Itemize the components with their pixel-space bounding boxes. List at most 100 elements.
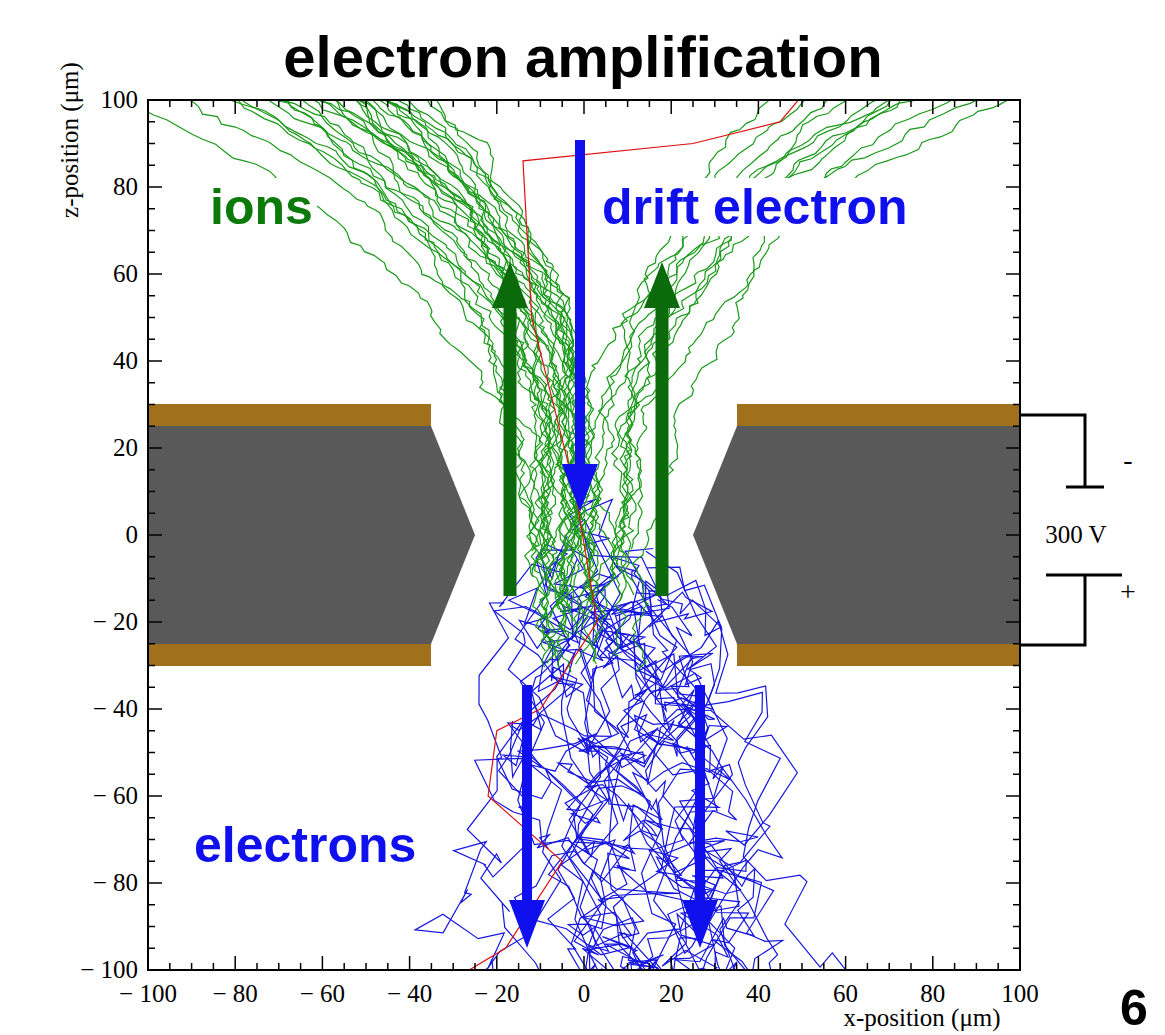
tick-mark bbox=[867, 100, 869, 107]
tick-mark bbox=[148, 143, 155, 145]
tick-mark bbox=[148, 165, 155, 167]
ion-track bbox=[597, 100, 931, 595]
ion-track bbox=[401, 100, 615, 614]
tick-mark bbox=[845, 956, 847, 970]
tick-mark bbox=[1006, 621, 1020, 623]
tick-mark bbox=[1006, 273, 1020, 275]
tick-mark bbox=[1006, 360, 1020, 362]
direction-arrows bbox=[492, 140, 718, 948]
page-number: 6 bbox=[1120, 979, 1148, 1035]
tick-mark bbox=[343, 100, 345, 107]
tick-mark bbox=[823, 100, 825, 107]
polarity-sign: - bbox=[1123, 444, 1132, 476]
tick-mark bbox=[1013, 774, 1020, 776]
tick-mark bbox=[518, 963, 520, 970]
tick-mark bbox=[1013, 469, 1020, 471]
tick-mark bbox=[1013, 839, 1020, 841]
tick-mark bbox=[801, 100, 803, 107]
tick-label: − 40 bbox=[387, 980, 432, 1008]
electron-arrow bbox=[575, 140, 585, 470]
tick-mark bbox=[649, 963, 651, 970]
tick-mark bbox=[954, 963, 956, 970]
tick-mark bbox=[1013, 382, 1020, 384]
tick-mark bbox=[1006, 708, 1020, 710]
tick-mark bbox=[867, 963, 869, 970]
tick-mark bbox=[1013, 730, 1020, 732]
electron-track bbox=[541, 543, 683, 970]
tick-mark bbox=[758, 956, 760, 970]
tick-mark bbox=[1006, 534, 1020, 536]
tick-mark bbox=[409, 100, 411, 114]
tick-mark bbox=[148, 882, 162, 884]
tick-mark bbox=[1006, 882, 1020, 884]
tick-mark bbox=[692, 100, 694, 107]
tick-mark bbox=[932, 100, 934, 114]
tick-mark bbox=[627, 963, 629, 970]
tick-mark bbox=[474, 100, 476, 107]
tick-label: − 80 bbox=[213, 980, 258, 1008]
tick-mark bbox=[148, 708, 162, 710]
tick-mark bbox=[714, 100, 716, 107]
tick-mark bbox=[148, 121, 155, 123]
copper-electrode bbox=[737, 404, 1020, 426]
tick-label: − 20 bbox=[93, 608, 138, 636]
tick-mark bbox=[540, 100, 542, 107]
ion-track bbox=[194, 100, 591, 664]
tick-mark bbox=[213, 100, 215, 107]
tick-label: 40 bbox=[746, 980, 771, 1008]
tick-mark bbox=[148, 687, 155, 689]
tick-mark bbox=[1013, 665, 1020, 667]
ion-track bbox=[335, 100, 581, 668]
tick-mark bbox=[976, 100, 978, 107]
kapton-layer bbox=[693, 426, 1020, 644]
tick-mark bbox=[496, 956, 498, 970]
tick-mark bbox=[1013, 121, 1020, 123]
electron-arrow bbox=[695, 685, 705, 905]
tick-mark bbox=[758, 100, 760, 114]
axis-title: x-position (μm) bbox=[843, 1004, 1000, 1032]
tick-mark bbox=[1013, 578, 1020, 580]
tick-mark bbox=[1006, 795, 1020, 797]
ion-track bbox=[326, 100, 571, 672]
ion-arrow-head bbox=[644, 262, 680, 308]
tick-label: − 100 bbox=[119, 980, 177, 1008]
tick-mark bbox=[365, 100, 367, 107]
tick-label: 60 bbox=[833, 980, 858, 1008]
tick-mark bbox=[540, 963, 542, 970]
tick-mark bbox=[148, 665, 155, 667]
tick-mark bbox=[627, 100, 629, 107]
tick-mark bbox=[256, 963, 258, 970]
tick-mark bbox=[148, 600, 155, 602]
tick-label: 20 bbox=[659, 980, 684, 1008]
tick-mark bbox=[954, 100, 956, 107]
tick-mark bbox=[148, 621, 162, 623]
tick-mark bbox=[148, 774, 155, 776]
tick-mark bbox=[278, 963, 280, 970]
tick-label: − 80 bbox=[93, 869, 138, 897]
tick-mark bbox=[234, 956, 236, 970]
tick-mark bbox=[148, 252, 155, 254]
tick-mark bbox=[148, 404, 155, 406]
tick-mark bbox=[148, 839, 155, 841]
tick-mark bbox=[148, 230, 155, 232]
tick-mark bbox=[322, 956, 324, 970]
tick-mark bbox=[300, 100, 302, 107]
tick-mark bbox=[1013, 491, 1020, 493]
tick-mark bbox=[148, 317, 155, 319]
particle-tracks bbox=[148, 100, 1020, 970]
tick-mark bbox=[1013, 948, 1020, 950]
tick-mark bbox=[234, 100, 236, 114]
electron-arrow-head bbox=[509, 900, 545, 948]
tick-mark bbox=[148, 730, 155, 732]
tick-mark bbox=[976, 963, 978, 970]
tick-mark bbox=[409, 956, 411, 970]
tick-label: − 100 bbox=[80, 956, 138, 984]
tick-mark bbox=[1006, 186, 1020, 188]
tick-mark bbox=[387, 963, 389, 970]
tick-mark bbox=[845, 100, 847, 114]
tick-label: 80 bbox=[920, 980, 945, 1008]
tick-label: − 40 bbox=[93, 695, 138, 723]
tick-mark bbox=[1013, 143, 1020, 145]
tick-mark bbox=[1013, 600, 1020, 602]
tick-mark bbox=[169, 963, 171, 970]
